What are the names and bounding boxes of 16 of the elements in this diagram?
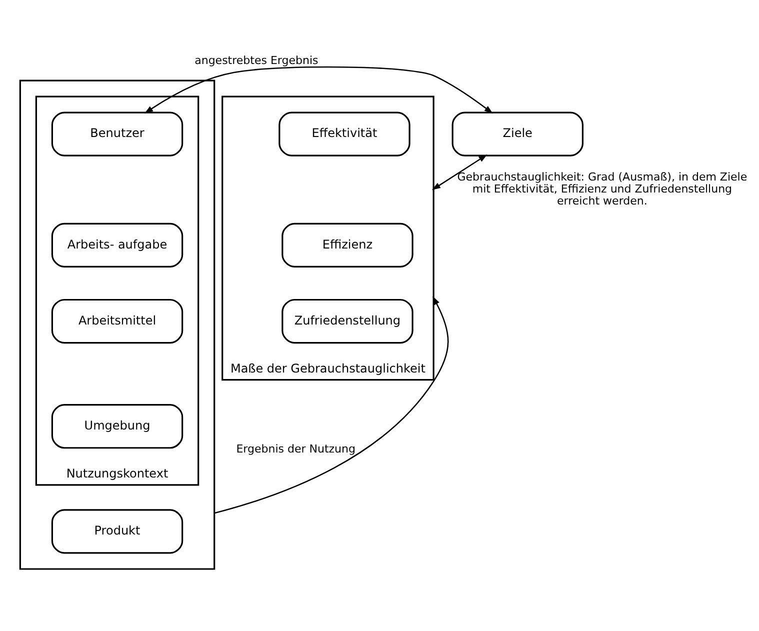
arrow xyxy=(214,296,449,514)
arrow xyxy=(432,154,488,190)
node-box: Arbeitsmittel xyxy=(51,298,184,344)
node-box: Effizienz xyxy=(282,222,414,267)
node-box: Zufriedenstellung xyxy=(282,298,414,344)
edge-label: Gebrauchstauglichkeit: Grad (Ausmaß), in dem Ziele mit Effektivität, Effizienz und Zufriedenstellung erreicht werden. xyxy=(457,170,748,207)
arrow xyxy=(144,66,493,114)
edge-label: angestrebtes Ergebnis xyxy=(194,53,318,66)
node-box: Produkt xyxy=(51,508,184,554)
node-box: Benutzer xyxy=(51,111,184,156)
node-box: Umgebung xyxy=(51,404,184,448)
cluster xyxy=(19,79,216,570)
node-box: Ziele xyxy=(452,111,584,156)
node-box: Effektivität xyxy=(278,111,410,156)
node-box: Arbeits- aufgabe xyxy=(51,222,184,267)
edge-label: Ergebnis der Nutzung xyxy=(236,442,356,455)
